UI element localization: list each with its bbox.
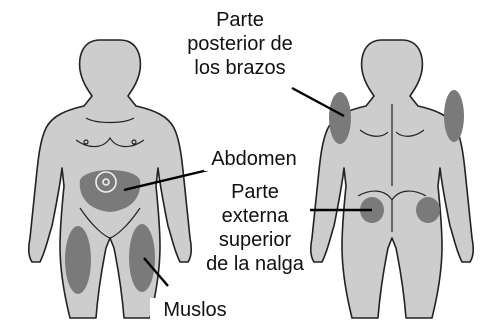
back-of-arms-label-line-2: posterior de: [180, 32, 300, 56]
abdomen-label-line-1: Abdomen: [204, 147, 304, 171]
left-arm-injection-site: [329, 92, 351, 144]
abdomen-label: Abdomen: [204, 147, 304, 171]
thighs-label: Muslos: [150, 298, 240, 322]
back-of-arms-label-line-3: los brazos: [180, 56, 300, 80]
right-buttock-injection-site: [416, 197, 440, 223]
back-figure: [311, 40, 474, 318]
buttock-label-line-1: Parte: [200, 180, 310, 204]
upper-outer-buttock-label: Parte externa superior de la nalga: [200, 180, 310, 276]
right-thigh-injection-site: [129, 224, 155, 292]
buttock-label-line-4: de la nalga: [200, 252, 310, 276]
right-arm-injection-site: [444, 90, 464, 142]
thighs-label-line-1: Muslos: [150, 298, 240, 322]
left-thigh-injection-site: [65, 226, 91, 294]
buttock-label-line-3: superior: [200, 228, 310, 252]
back-of-arms-label-line-1: Parte: [180, 8, 300, 32]
buttock-label-line-2: externa: [200, 204, 310, 228]
back-of-arms-label: Parte posterior de los brazos: [180, 8, 300, 80]
